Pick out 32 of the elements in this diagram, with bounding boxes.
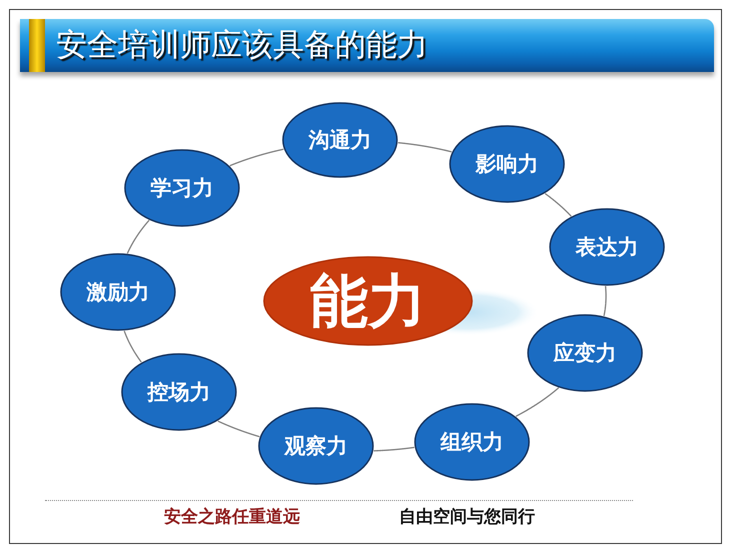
ability-node xyxy=(258,407,374,485)
ability-label: 观察力 xyxy=(284,434,348,458)
ability-label: 表达力 xyxy=(576,234,638,260)
ring-line xyxy=(229,148,284,166)
ability-label: 沟通力 xyxy=(308,128,372,152)
ring-line xyxy=(544,193,572,217)
ability-node xyxy=(282,102,398,178)
ability-label: 影响力 xyxy=(476,152,538,176)
ability-node xyxy=(124,149,240,227)
ability-node xyxy=(121,353,237,431)
ability-node xyxy=(414,403,530,481)
ring-line xyxy=(373,446,415,452)
footer-text: 安全之路任重道远 xyxy=(164,507,300,527)
ability-node xyxy=(60,253,176,331)
title: 安全培训师应该具备的能力 xyxy=(56,27,428,63)
ring-line xyxy=(516,387,560,417)
ring-line xyxy=(124,330,142,363)
ring-line xyxy=(398,142,452,152)
ability-node xyxy=(449,125,565,203)
ability-label: 学习力 xyxy=(150,176,214,200)
ring-line xyxy=(603,286,607,316)
footer-text: 自由空间与您同行 xyxy=(399,507,535,527)
ability-label: 控场力 xyxy=(148,380,210,404)
core-label: 能力 xyxy=(310,268,426,334)
ability-label: 应变力 xyxy=(554,340,616,366)
ability-label: 激励力 xyxy=(86,280,150,304)
ability-node xyxy=(549,208,665,286)
ring-line xyxy=(126,220,150,254)
ability-label: 组织力 xyxy=(440,430,504,454)
ring-line xyxy=(218,420,260,438)
ability-node xyxy=(527,314,643,392)
core-ability-node xyxy=(263,256,473,346)
